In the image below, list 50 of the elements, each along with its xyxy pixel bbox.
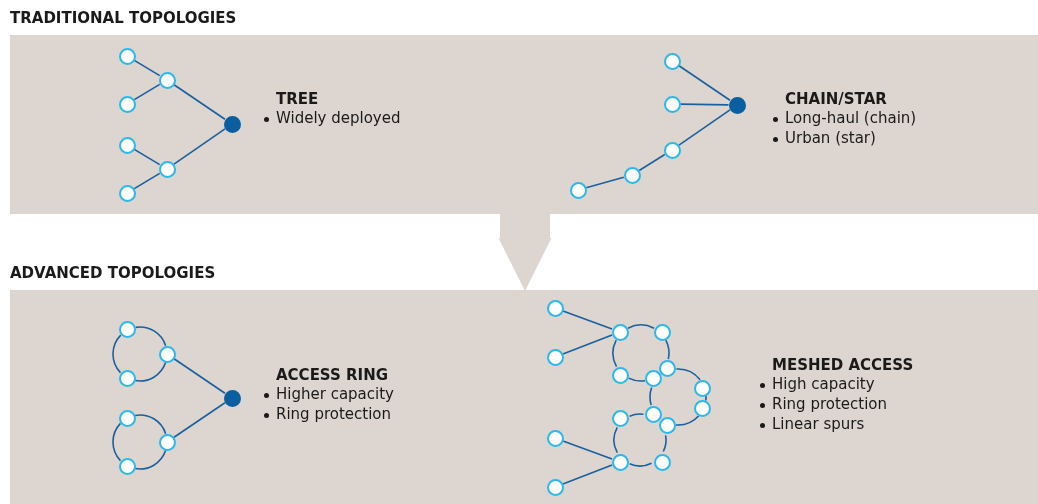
- link-line: [627, 324, 655, 329]
- link-line: [133, 148, 161, 166]
- link-line: [613, 426, 619, 454]
- link-line: [133, 172, 161, 190]
- link-line: [562, 310, 613, 330]
- topology-title: TREE: [276, 90, 319, 109]
- link-line: [627, 377, 646, 382]
- link-line: [133, 59, 161, 77]
- link-line: [173, 357, 226, 395]
- bullet-item: Widely deployed: [262, 109, 401, 128]
- link-line: [173, 83, 226, 121]
- link-line: [638, 153, 666, 172]
- link-line: [112, 334, 122, 374]
- link-line: [173, 128, 226, 165]
- link-line: [134, 326, 167, 347]
- link-line: [679, 103, 730, 106]
- link-line: [112, 422, 122, 462]
- link-line: [134, 414, 167, 435]
- link-line: [628, 413, 645, 417]
- bullet-item: High capacity: [758, 375, 875, 394]
- link-line: [678, 64, 731, 102]
- link-line: [675, 414, 700, 426]
- link-line: [665, 339, 670, 360]
- link-line: [133, 83, 161, 101]
- bullet-item: Ring protection: [262, 405, 391, 424]
- bullet-item: Urban (star): [771, 129, 876, 148]
- link-line: [134, 361, 167, 382]
- link-line: [562, 440, 613, 460]
- bullet-item: Ring protection: [758, 395, 887, 414]
- link-line: [612, 339, 618, 368]
- section-heading: TRADITIONAL TOPOLOGIES: [10, 9, 237, 27]
- down-arrow: [498, 214, 552, 291]
- link-line: [134, 449, 167, 470]
- topology-title: ACCESS RING: [276, 366, 389, 385]
- topology-title: CHAIN/STAR: [785, 90, 887, 109]
- bullet-item: Higher capacity: [262, 385, 394, 404]
- link-line: [173, 401, 226, 439]
- section-heading: ADVANCED TOPOLOGIES: [10, 264, 216, 282]
- bullet-item: Linear spurs: [758, 415, 865, 434]
- link-line: [675, 368, 701, 381]
- link-line: [705, 394, 707, 402]
- link-line: [585, 176, 625, 189]
- topology-title: MESHED ACCESS: [772, 356, 914, 375]
- link-line: [562, 464, 613, 485]
- link-line: [649, 386, 653, 406]
- link-line: [662, 434, 667, 453]
- link-line: [562, 334, 613, 355]
- bullet-item: Long-haul (chain): [771, 109, 917, 128]
- link-line: [678, 109, 731, 146]
- link-line: [628, 462, 653, 467]
